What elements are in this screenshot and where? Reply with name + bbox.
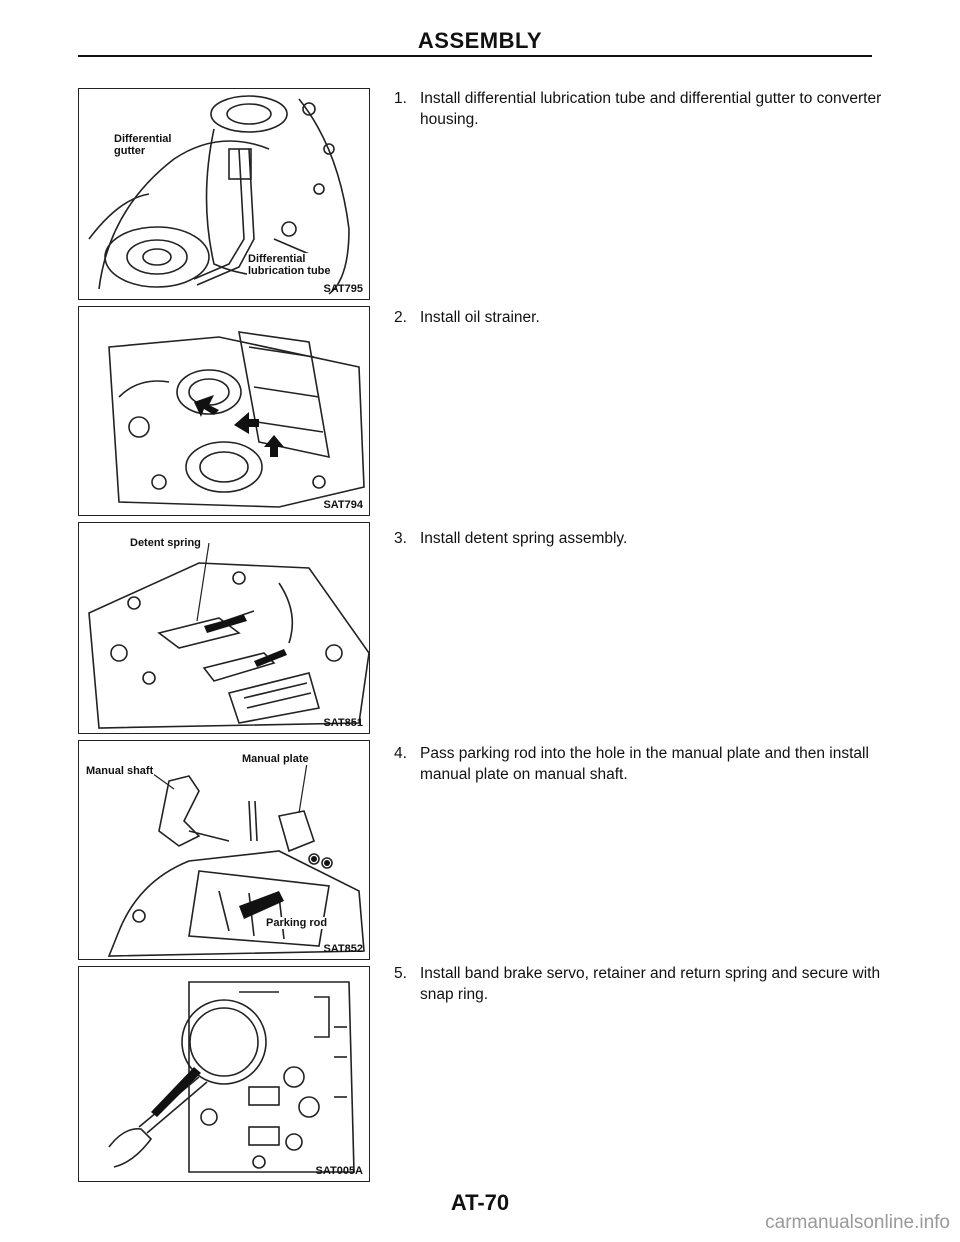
- label-manual-plate: Manual plate: [241, 753, 310, 765]
- label-detent-spring: Detent spring: [129, 537, 202, 549]
- figure-code: SAT005A: [315, 1165, 363, 1177]
- label-differential-lubrication-tube: Differential lubrication tube: [247, 253, 332, 277]
- step-number: 2.: [394, 309, 407, 326]
- band-servo-illustration: [108, 981, 355, 1173]
- step-2: 2. Install oil strainer.: [394, 307, 884, 328]
- step-3: 3. Install detent spring assembly.: [394, 528, 884, 549]
- step-text: Install band brake servo, retainer and r…: [420, 965, 881, 1003]
- oil-strainer-illustration: [108, 331, 365, 508]
- figure-sat794: SAT794: [78, 306, 370, 516]
- figure-code: SAT851: [323, 717, 363, 729]
- watermark: carmanualsonline.info: [765, 1212, 950, 1233]
- detent-spring-illustration: [88, 542, 369, 729]
- step-1: 1. Install differential lubrication tube…: [394, 88, 884, 130]
- label-parking-rod: Parking rod: [265, 917, 329, 929]
- step-text: Install detent spring assembly.: [420, 530, 628, 547]
- step-number: 1.: [394, 90, 407, 107]
- step-text: Install differential lubrication tube an…: [420, 90, 882, 128]
- label-manual-shaft: Manual shaft: [85, 765, 155, 777]
- step-number: 5.: [394, 965, 407, 982]
- figure-sat852: Manual shaft Manual plate Parking rod SA…: [78, 740, 370, 960]
- header-rule: [78, 55, 872, 57]
- step-5: 5. Install band brake servo, retainer an…: [394, 963, 884, 1005]
- page-number: AT-70: [450, 1190, 510, 1215]
- figure-code: SAT795: [323, 283, 363, 295]
- figure-code: SAT852: [323, 943, 363, 955]
- step-number: 3.: [394, 530, 407, 547]
- page-title: ASSEMBLY: [417, 28, 543, 53]
- step-4: 4. Pass parking rod into the hole in the…: [394, 743, 884, 785]
- step-text: Pass parking rod into the hole in the ma…: [420, 745, 869, 783]
- figure-sat795: Differential gutter Differential lubrica…: [78, 88, 370, 300]
- figure-sat851: Detent spring SAT851: [78, 522, 370, 734]
- figure-code: SAT794: [323, 499, 363, 511]
- figure-sat005a: SAT005A: [78, 966, 370, 1182]
- step-text: Install oil strainer.: [420, 309, 540, 326]
- step-number: 4.: [394, 745, 407, 762]
- label-differential-gutter: Differential gutter: [113, 133, 173, 157]
